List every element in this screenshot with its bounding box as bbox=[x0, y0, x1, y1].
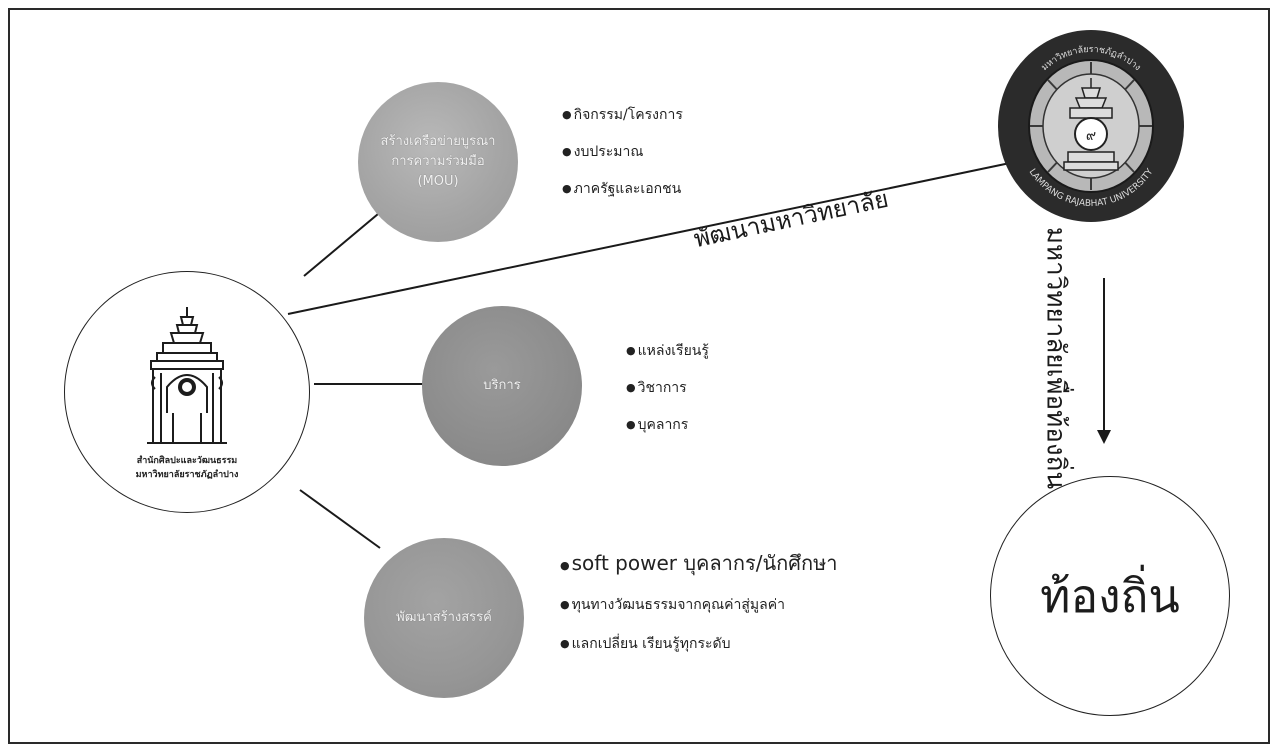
service-bullet-list: แหล่งเรียนรู้ วิชาการ บุคลากร bbox=[626, 333, 709, 444]
creativity-bullet-list: soft power บุคลากร/นักศึกษา ทุนทางวัฒนธร… bbox=[560, 544, 838, 664]
network-node-label: สร้างเครือข่ายบูรณาการความร่วมมือ (MOU) bbox=[380, 134, 496, 189]
diagram-frame bbox=[8, 8, 1270, 744]
creativity-node: พัฒนาสร้างสรรค์ bbox=[364, 538, 524, 698]
network-bullet-list: กิจกรรม/โครงการ งบประมาณ ภาครัฐและเอกชน bbox=[562, 97, 683, 208]
service-node-label: บริการ bbox=[483, 378, 521, 393]
faculty-emblem-icon bbox=[147, 307, 227, 444]
svg-text:๙: ๙ bbox=[1086, 128, 1096, 144]
soft-power-item: soft power บุคลากร/นักศึกษา bbox=[571, 551, 838, 575]
faculty-caption-line-1: สำนักศิลปะและวัฒนธรรม bbox=[136, 456, 238, 466]
service-node: บริการ bbox=[422, 306, 582, 466]
connector-faculty-network bbox=[303, 213, 379, 277]
list-item: บุคลากร bbox=[626, 407, 709, 444]
connector-faculty-creativity bbox=[299, 489, 381, 549]
list-item: soft power บุคลากร/นักศึกษา bbox=[560, 544, 838, 586]
list-item: วิชาการ bbox=[626, 370, 709, 407]
connector-faculty-university bbox=[287, 162, 1011, 315]
list-item: แหล่งเรียนรู้ bbox=[626, 333, 709, 370]
university-for-locality-label-box: มหาวิทยาลัยเพื่อท้องถิ่น bbox=[1038, 227, 1074, 489]
locality-node-label: ท้องถิ่น bbox=[1040, 568, 1180, 623]
list-item: งบประมาณ bbox=[562, 134, 683, 171]
university-seal-icon: ๙ มหาวิทยาลัยราชภัฏลำปาง LAMPANG RAJABHA… bbox=[998, 30, 1184, 222]
list-item: กิจกรรม/โครงการ bbox=[562, 97, 683, 134]
arrowhead-icon bbox=[1097, 430, 1111, 444]
university-for-locality-label: มหาวิทยาลัยเพื่อท้องถิ่น bbox=[1040, 226, 1071, 490]
locality-node: ท้องถิ่น bbox=[990, 476, 1230, 716]
list-item: ภาครัฐและเอกชน bbox=[562, 171, 683, 208]
list-item: แลกเปลี่ยน เรียนรู้ทุกระดับ bbox=[560, 625, 837, 664]
network-node: สร้างเครือข่ายบูรณาการความร่วมมือ (MOU) bbox=[358, 82, 518, 242]
faculty-node: สำนักศิลปะและวัฒนธรรม มหาวิทยาลัยราชภัฏล… bbox=[64, 271, 310, 513]
faculty-caption-line-2: มหาวิทยาลัยราชภัฏลำปาง bbox=[135, 470, 239, 480]
list-item: ทุนทางวัฒนธรรมจากคุณค่าสู่มูลค่า bbox=[560, 586, 837, 625]
creativity-node-label: พัฒนาสร้างสรรค์ bbox=[396, 610, 492, 625]
